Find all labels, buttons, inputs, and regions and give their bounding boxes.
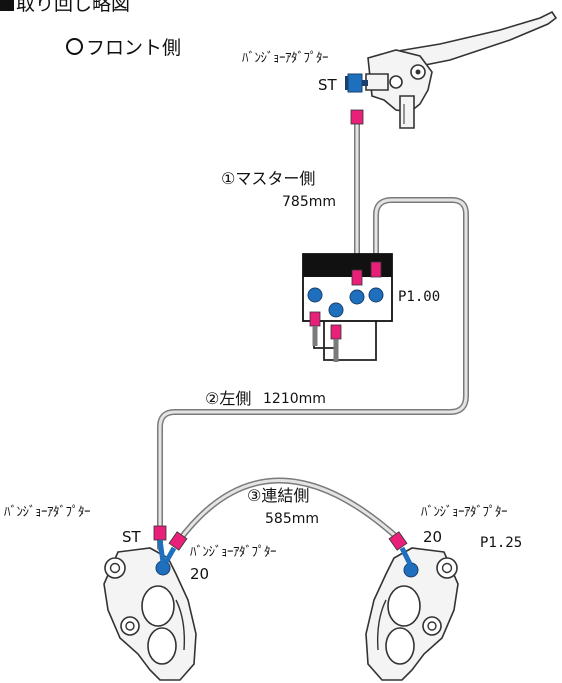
master-adapter-type: ST — [318, 76, 337, 94]
left-fitting-2 — [168, 531, 188, 551]
connect-length: 585mm — [265, 511, 319, 527]
master-banjo — [345, 73, 368, 93]
left-length: 1210mm — [263, 391, 326, 407]
right-caliper — [365, 547, 459, 681]
left-adapter-2-angle: 20 — [190, 565, 210, 583]
left-hose — [157, 197, 469, 551]
left-caliper — [103, 547, 197, 681]
right-pitch: P1.25 — [480, 535, 523, 551]
left-adapter-2-label: ﾊﾞﾝｼﾞｮｰｱﾀﾞﾌﾟﾀｰ — [190, 545, 277, 560]
master-adapter-label: ﾊﾞﾝｼﾞｮｰｱﾀﾞﾌﾟﾀｰ — [242, 51, 329, 66]
junction-block — [302, 253, 393, 362]
right-fitting — [388, 531, 408, 551]
left-fitting-1 — [153, 525, 167, 541]
master-line-label: ①マスター側 — [221, 169, 316, 188]
left-line-label: ②左側 — [205, 389, 252, 408]
master-length: 785mm — [282, 194, 336, 210]
master-fitting — [350, 109, 364, 125]
diagram-heading: 取り回し略図 — [0, 0, 130, 14]
left-adapter-1-label: ﾊﾞﾝｼﾞｮｰｱﾀﾞﾌﾟﾀｰ — [4, 505, 91, 520]
connect-line-label: ③連結側 — [247, 486, 310, 505]
connect-hose — [175, 477, 403, 545]
master-cylinder — [365, 10, 558, 129]
front-side-label: フロント側 — [66, 38, 181, 58]
right-banjo — [403, 562, 419, 578]
left-banjo — [155, 560, 171, 576]
right-adapter-label: ﾊﾞﾝｼﾞｮｰｱﾀﾞﾌﾟﾀｰ — [421, 505, 508, 520]
left-adapter-1-type: ST — [122, 528, 141, 546]
junction-pitch: P1.00 — [398, 289, 441, 305]
right-adapter-angle: 20 — [423, 528, 443, 546]
